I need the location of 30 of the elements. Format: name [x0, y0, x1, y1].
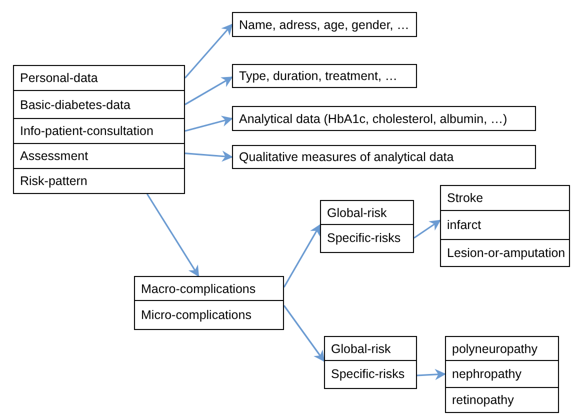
table-row-box: Personal-data — [13, 65, 185, 91]
table-row-box: Stroke — [440, 185, 570, 211]
table-row-box: Global-risk — [324, 336, 417, 361]
table-row-box: Micro-complications — [134, 300, 284, 330]
arrow — [184, 24, 233, 79]
table-row-box: Specific-risks — [324, 360, 417, 388]
arrow — [414, 220, 441, 239]
arrow — [283, 224, 321, 288]
table-row-box: Macro-complications — [134, 276, 284, 301]
table-row-box: Specific-risks — [320, 224, 414, 252]
table-row-box: polyneuropathy — [445, 336, 559, 361]
table-row-box: Info-patient-consultation — [13, 118, 185, 144]
table-row-box: infarct — [440, 210, 570, 240]
table-row-box: Qualitative measures of analytical data — [232, 145, 536, 169]
table-row-box: nephropathy — [445, 360, 559, 388]
arrow — [416, 368, 446, 380]
arrow — [184, 116, 234, 132]
table-row-box: Lesion-or-amputation — [440, 239, 570, 267]
arrow — [146, 194, 200, 277]
arrow — [184, 150, 234, 162]
arrow — [184, 76, 233, 106]
table-row-box: retinopathy — [445, 387, 559, 413]
table-row-box: Basic-diabetes-data — [13, 90, 185, 120]
table-row-box: Global-risk — [320, 200, 414, 225]
table-row-box: Type, duration, treatment, … — [232, 64, 417, 88]
table-row-box: Name, adress, age, gender, … — [232, 12, 417, 37]
arrow — [283, 305, 325, 362]
table-row-box: Assessment — [13, 142, 185, 170]
table-row-box: Analytical data (HbA1c, cholesterol, albumin, …) — [232, 106, 536, 131]
table-row-box: Risk-pattern — [13, 168, 185, 194]
